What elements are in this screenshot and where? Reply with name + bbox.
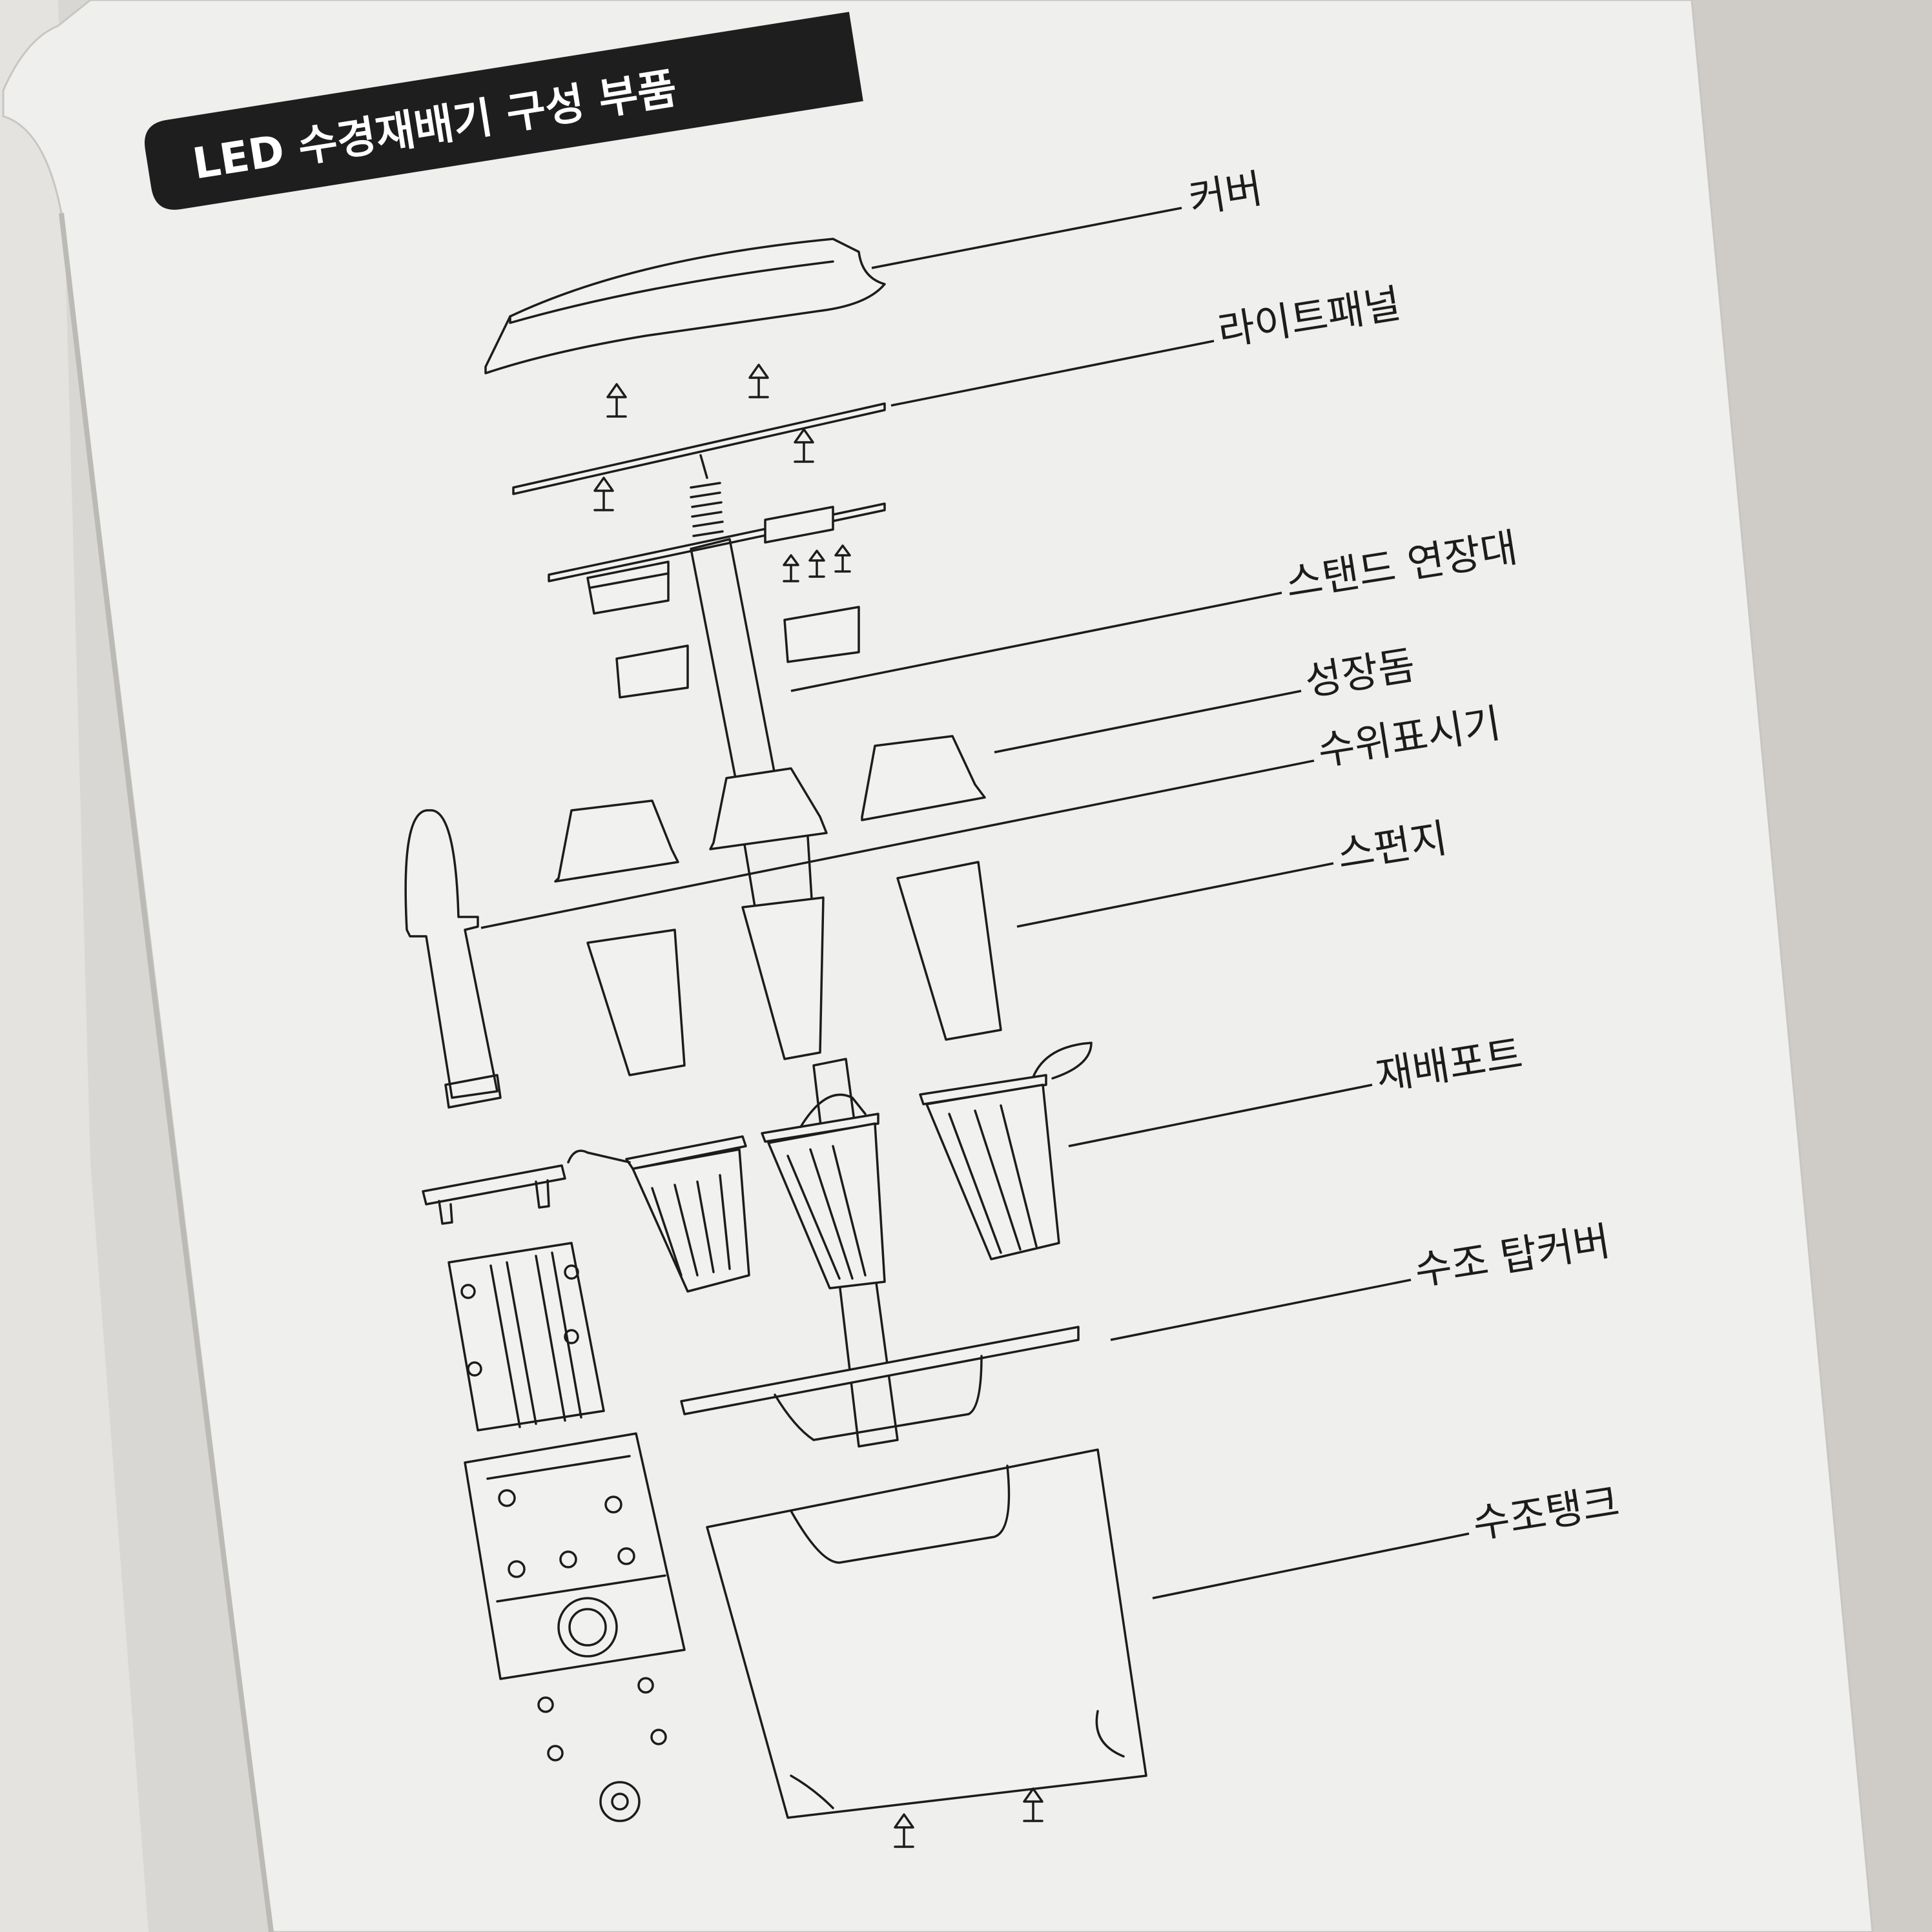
callout-label-water-tank: 수조탱크 — [1470, 1478, 1623, 1548]
callout-labels: 커버 라이트패널 스탠드 연장대 성장돔 수위표시기 스펀지 재배포트 수조 탑… — [1186, 165, 1623, 1548]
screw-icon — [794, 428, 814, 463]
cover-part — [484, 238, 886, 375]
screw-icon — [1023, 1787, 1043, 1822]
growth-dome-part — [554, 735, 986, 883]
water-tank-part — [706, 1448, 1147, 1819]
callout-label-water-level-indicator: 수위표시기 — [1315, 699, 1504, 775]
light-panel-screws — [593, 428, 814, 511]
leader-line-water-tank — [1152, 1532, 1470, 1599]
screw-icon — [593, 477, 614, 511]
screw-icon — [606, 383, 627, 418]
callout-label-cover: 커버 — [1186, 165, 1266, 223]
callout-label-sponge: 스펀지 — [1334, 814, 1450, 878]
side-bracket-part — [422, 1164, 566, 1225]
sponge-part — [586, 861, 1002, 1076]
leader-line-sponge — [1016, 862, 1334, 928]
leader-line-tank-top-cover — [1110, 1279, 1412, 1341]
left-page-edge — [0, 0, 149, 1932]
leader-line-stand-extension — [790, 591, 1282, 692]
base-screws — [537, 1677, 667, 1822]
leader-line-water-level-indicator — [480, 759, 1315, 929]
callout-label-grow-pot: 재배포트 — [1373, 1030, 1526, 1100]
leader-line-growth-dome — [994, 690, 1302, 754]
light-panel-part — [512, 402, 886, 495]
base-unit-part — [464, 1432, 686, 1680]
leader-line-cover — [871, 207, 1182, 269]
right-background — [1679, 0, 1932, 1932]
water-level-indicator-part — [404, 809, 502, 1109]
callout-label-growth-dome: 성장돔 — [1302, 641, 1418, 705]
screw-icon — [748, 364, 769, 398]
grow-pot-part — [567, 1042, 1093, 1293]
spring-part — [690, 454, 724, 537]
screw-icon — [783, 554, 799, 582]
leader-line-light-panel — [890, 340, 1215, 407]
screw-icon — [808, 550, 825, 578]
callout-label-tank-top-cover: 수조 탑커버 — [1412, 1217, 1614, 1295]
leader-lines — [480, 207, 1470, 1599]
leader-line-grow-pot — [1068, 1084, 1373, 1147]
callout-label-stand-extension: 스탠드 연장대 — [1282, 524, 1521, 607]
title-band-shape — [145, 12, 863, 210]
title-band: LED 수경재배기 구성 부품 — [145, 12, 863, 210]
page-fold-shadow — [59, 212, 274, 1932]
rail-block-part — [447, 1242, 605, 1432]
screw-icon — [834, 544, 851, 573]
cover-screws — [606, 364, 769, 418]
tank-screws — [894, 1787, 1043, 1848]
screw-icon — [894, 1813, 914, 1848]
callout-label-light-panel: 라이트패널 — [1215, 280, 1404, 355]
tank-top-cover-part — [680, 1326, 1080, 1441]
